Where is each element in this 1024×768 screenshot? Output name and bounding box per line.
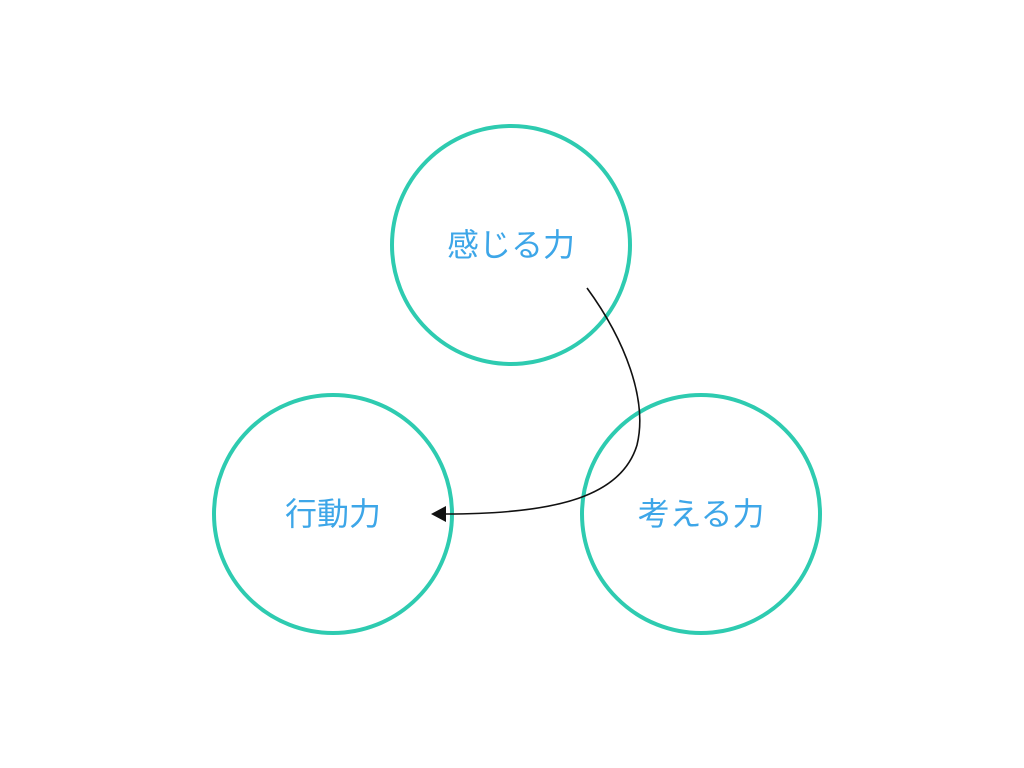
node-think: 考える力 [580, 393, 822, 635]
edge-feel-to-act [431, 287, 641, 522]
node-feel-circle [390, 124, 632, 366]
node-feel: 感じる力 [390, 124, 632, 366]
node-act: 行動力 [212, 393, 454, 635]
arrow-head-icon [431, 506, 446, 522]
node-feel-label: 感じる力 [447, 226, 575, 264]
node-think-label: 考える力 [637, 495, 764, 533]
arrow-line [445, 287, 641, 515]
node-act-label: 行動力 [285, 495, 381, 533]
node-think-circle [580, 393, 822, 635]
